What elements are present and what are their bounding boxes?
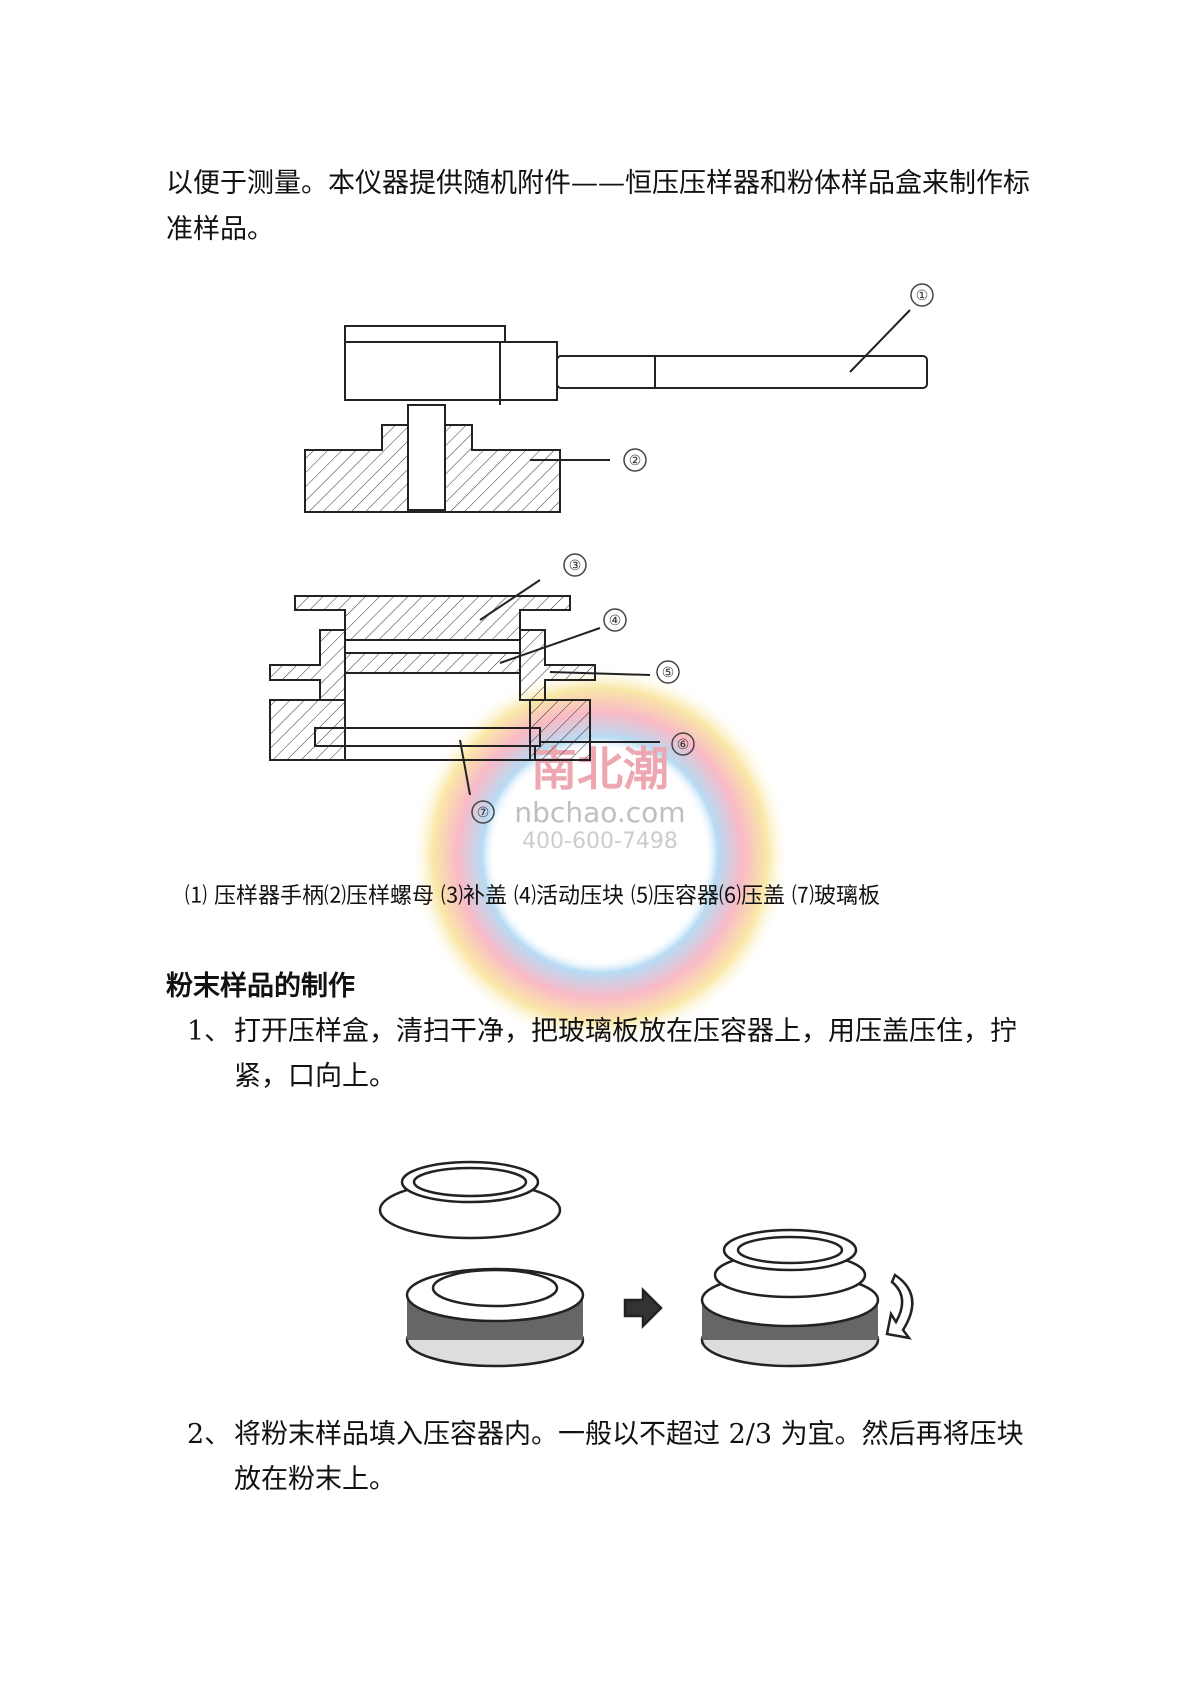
svg-text:④: ④	[609, 613, 622, 629]
figure-label-text: ① ② ③ ④ ⑤ ⑥ ⑦	[477, 288, 929, 821]
sample-box-drawing	[269, 579, 660, 796]
step-1-number: 1、	[187, 1016, 232, 1047]
watermark-site: nbchao.com	[514, 796, 685, 829]
figure-caption: ⑴ 压样器手柄⑵压样螺母 ⑶补盖 ⑷活动压块 ⑸压容器⑹压盖 ⑺玻璃板	[185, 884, 880, 909]
watermark-logo: 南北潮 nbchao.com 400-600-7498	[410, 665, 790, 1045]
section-heading: 粉末样品的制作	[166, 971, 355, 1002]
step-1-line-1: 打开压样盒，清扫干净，把玻璃板放在压容器上，用压盖压住，拧	[234, 1016, 1017, 1047]
svg-text:①: ①	[916, 288, 929, 304]
sample-box-illustration	[378, 1160, 914, 1368]
figure-label-markers	[471, 283, 934, 824]
svg-text:⑤: ⑤	[662, 665, 675, 681]
svg-text:⑦: ⑦	[477, 805, 490, 821]
watermark-phone: 400-600-7498	[522, 829, 678, 854]
step-2-number: 2、	[187, 1419, 232, 1450]
press-handle-drawing	[304, 309, 928, 513]
step-1-line-2: 紧，口向上。	[234, 1061, 396, 1092]
intro-line-2: 准样品。	[166, 214, 274, 245]
step-2-line-1: 将粉末样品填入压容器内。一般以不超过 2/3 为宜。然后再将压块	[234, 1419, 1024, 1450]
svg-text:②: ②	[629, 453, 642, 469]
step-2-line-2: 放在粉末上。	[234, 1464, 396, 1495]
svg-text:⑥: ⑥	[677, 737, 690, 753]
intro-line-1: 以便于测量。本仪器提供随机附件——恒压压样器和粉体样品盒来制作标	[166, 168, 1030, 199]
svg-text:③: ③	[569, 558, 582, 574]
